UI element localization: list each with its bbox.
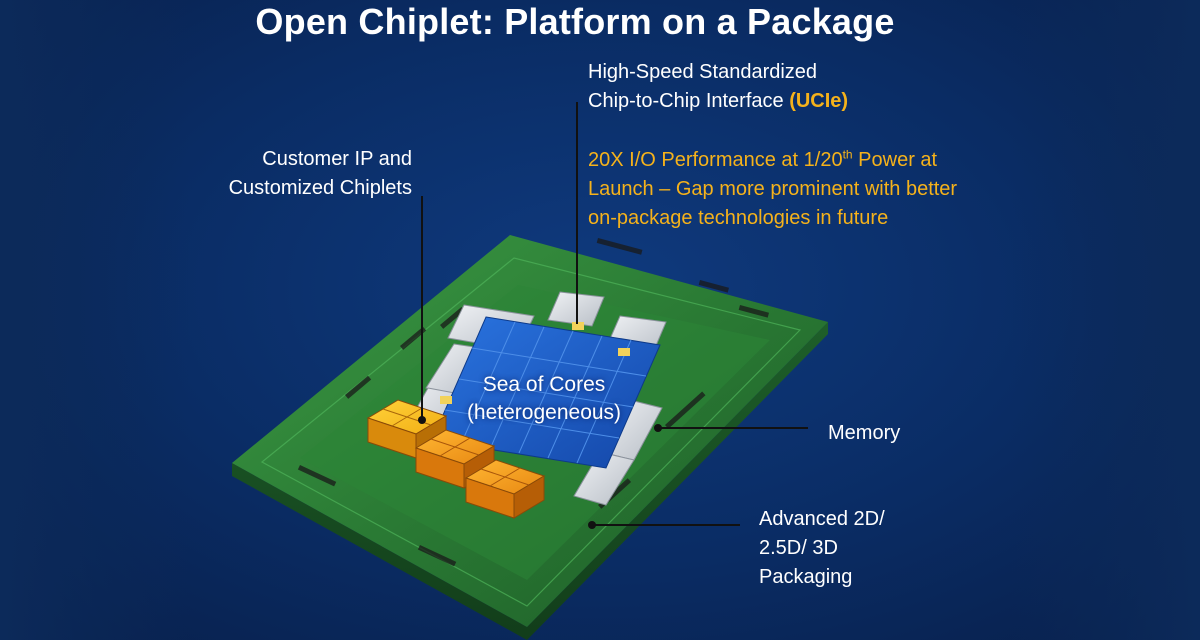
- ucie-line-2: Chip-to-Chip Interface (UCIe): [588, 87, 848, 116]
- perf-line-1b: Power at: [852, 149, 938, 171]
- perf-line-2: Launch – Gap more prominent with better: [588, 178, 958, 200]
- perf-line-1-sup: th: [842, 147, 853, 162]
- ucie-acronym: (UCIe): [789, 90, 849, 112]
- customer-chiplets: [366, 399, 546, 519]
- memory-text: Memory: [828, 422, 901, 444]
- packaging-line-3: Packaging: [759, 566, 853, 588]
- performance-callout-label: 20X I/O Performance at 1/20th Power at L…: [588, 146, 957, 233]
- customer-ip-callout-label: Customer IP and Customized Chiplets: [198, 145, 412, 203]
- core-line-2: (heterogeneous): [466, 401, 622, 424]
- packaging-line-2: 2.5D/ 3D: [759, 537, 838, 559]
- sea-of-cores-die: [431, 316, 661, 469]
- ucie-connectors: [440, 322, 630, 404]
- left-vignette: [0, 0, 190, 640]
- customer-line-1: Customer IP and: [262, 148, 412, 170]
- core-line-1: Sea of Cores: [482, 373, 606, 396]
- perf-line-1: 20X I/O Performance at 1/20th Power at: [588, 146, 957, 175]
- perf-line-1a: 20X I/O Performance at 1/20: [588, 149, 843, 171]
- memory-callout-label: Memory: [828, 419, 900, 448]
- perf-line-3: on-package technologies in future: [588, 207, 889, 229]
- packaging-callout-label: Advanced 2D/ 2.5D/ 3D Packaging: [759, 505, 885, 592]
- packaging-line-1: Advanced 2D/: [759, 508, 885, 530]
- callout-dots: [418, 416, 662, 529]
- customer-line-2: Customized Chiplets: [228, 177, 412, 199]
- right-vignette: [1010, 0, 1200, 640]
- callout-lines: [421, 102, 808, 526]
- ucie-line-2-text: Chip-to-Chip Interface: [588, 90, 790, 112]
- substrate-pad-rows: [297, 237, 769, 567]
- sea-of-cores-label: Sea of Cores (heterogeneous): [444, 371, 644, 427]
- ucie-callout-label: High-Speed Standardized Chip-to-Chip Int…: [588, 58, 848, 116]
- page-title: Open Chiplet: Platform on a Package: [255, 1, 895, 42]
- ucie-line-1: High-Speed Standardized: [588, 61, 818, 83]
